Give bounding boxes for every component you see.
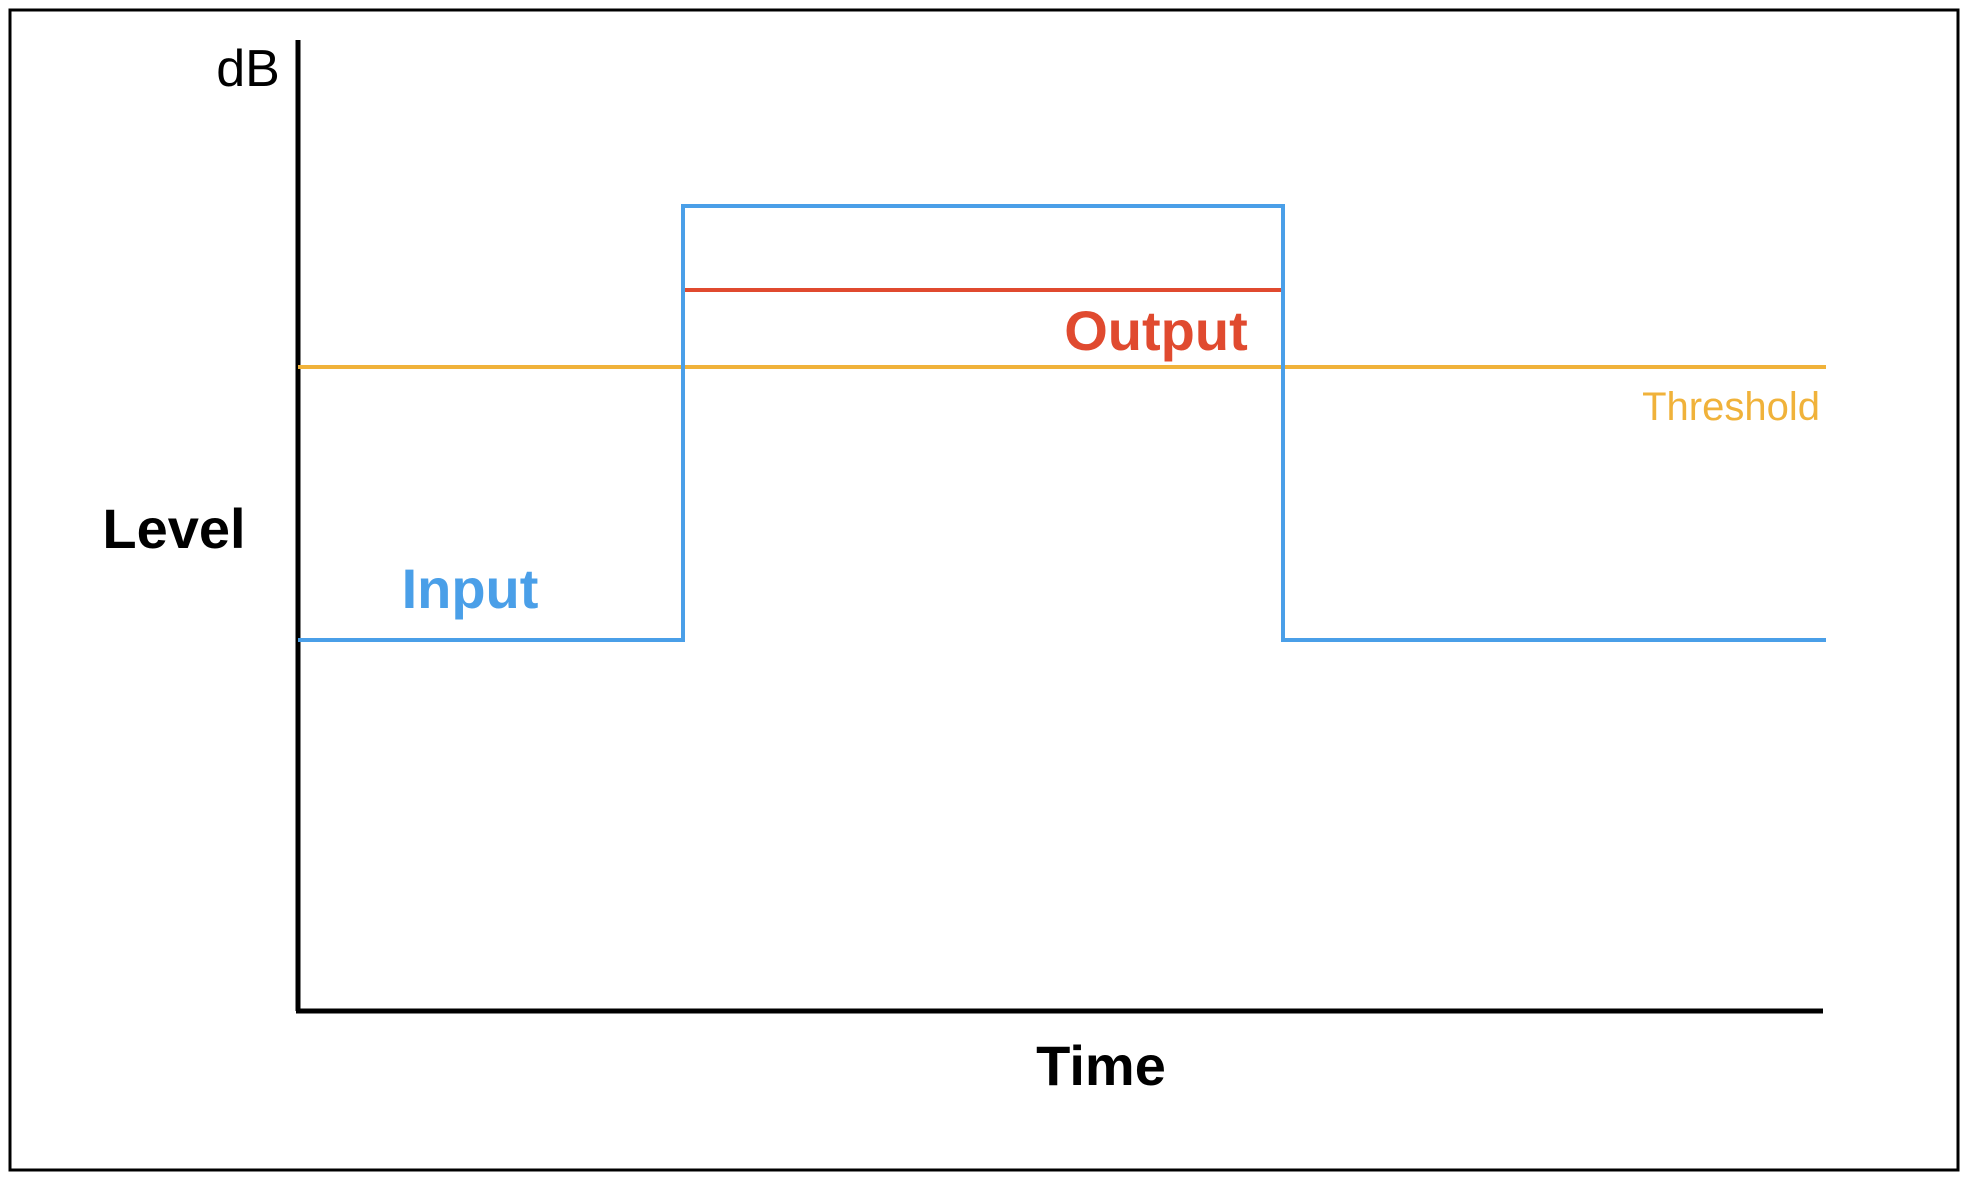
y-unit-label: dB <box>216 40 280 98</box>
diagram-frame <box>8 8 1960 1172</box>
threshold-label: Threshold <box>1642 385 1820 429</box>
input-level-line <box>298 204 1826 642</box>
output-label: Output <box>1064 299 1247 362</box>
y-axis-label: Level <box>102 497 245 560</box>
input-label: Input <box>402 557 539 620</box>
x-axis-label: Time <box>1036 1034 1166 1097</box>
